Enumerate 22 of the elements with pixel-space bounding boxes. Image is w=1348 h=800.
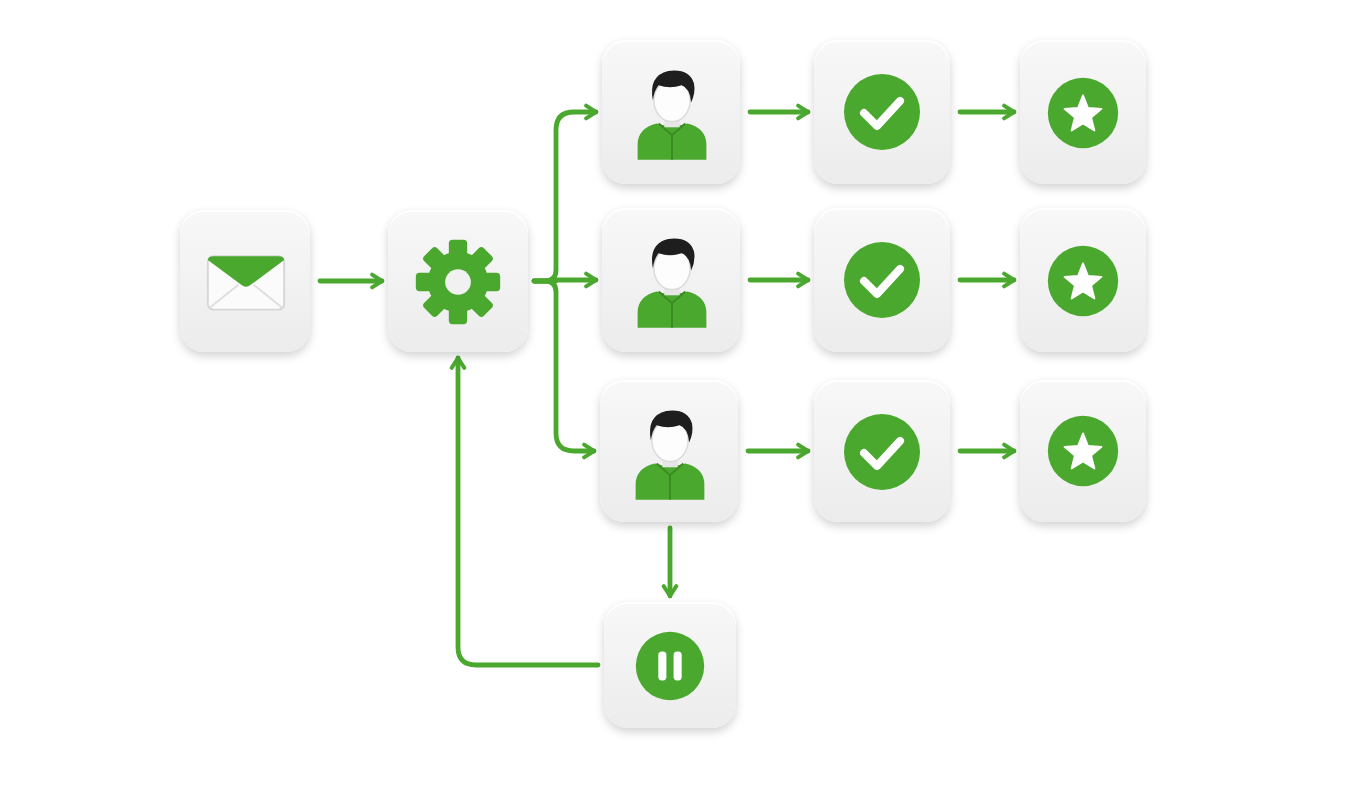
arrow: [747, 103, 811, 121]
arrow: [449, 355, 601, 668]
icon-tile: [180, 210, 310, 352]
arrow: [745, 442, 811, 460]
arrow: [957, 442, 1017, 460]
icon-tile: [814, 380, 950, 522]
icon-tile: [1020, 380, 1146, 522]
icon-tile: [1020, 40, 1146, 184]
arrow: [747, 271, 811, 289]
arrow: [531, 278, 597, 460]
arrow: [317, 272, 385, 290]
icon-tile: [1020, 208, 1146, 352]
icon-tile: [602, 40, 740, 184]
icon-tile: [814, 40, 950, 184]
icon-tile: [600, 380, 738, 522]
icon-tile: [602, 208, 740, 352]
arrow: [957, 271, 1017, 289]
icon-tile: [388, 210, 528, 352]
icon-tile: [814, 208, 950, 352]
icon-tile: [604, 602, 736, 728]
arrow: [957, 103, 1017, 121]
arrow: [661, 525, 679, 599]
